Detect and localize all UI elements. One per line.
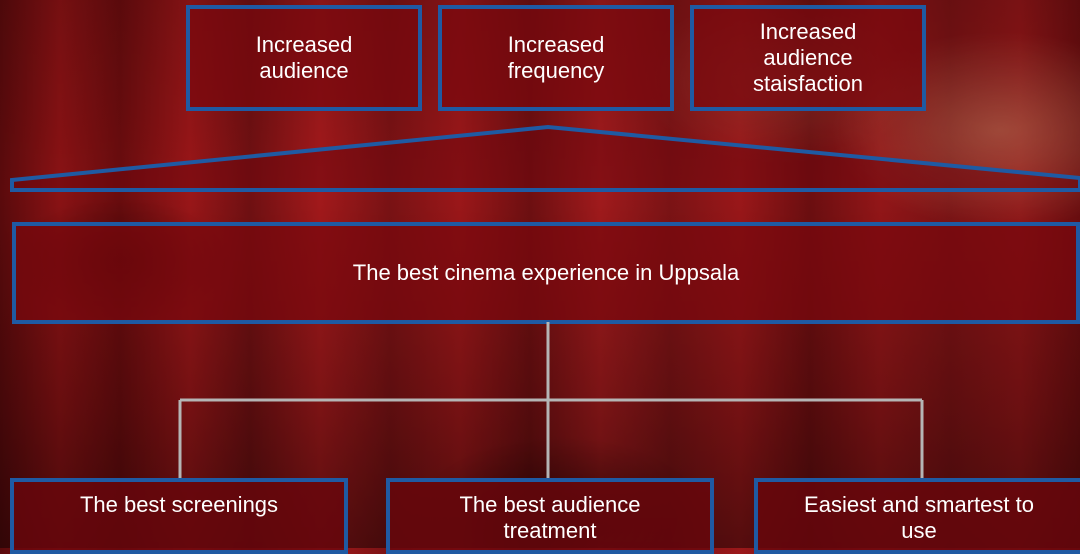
outcome-increased-frequency: Increased frequency: [438, 5, 674, 111]
outcome-increased-satisfaction: Increased audience staisfaction: [690, 5, 926, 111]
outcome-increased-audience: Increased audience: [186, 5, 422, 111]
goal-box: The best cinema experience in Uppsala: [12, 222, 1080, 324]
pillar-easiest-smartest: Easiest and smartest to use: [754, 478, 1080, 554]
roof-triangle: [10, 124, 1080, 192]
